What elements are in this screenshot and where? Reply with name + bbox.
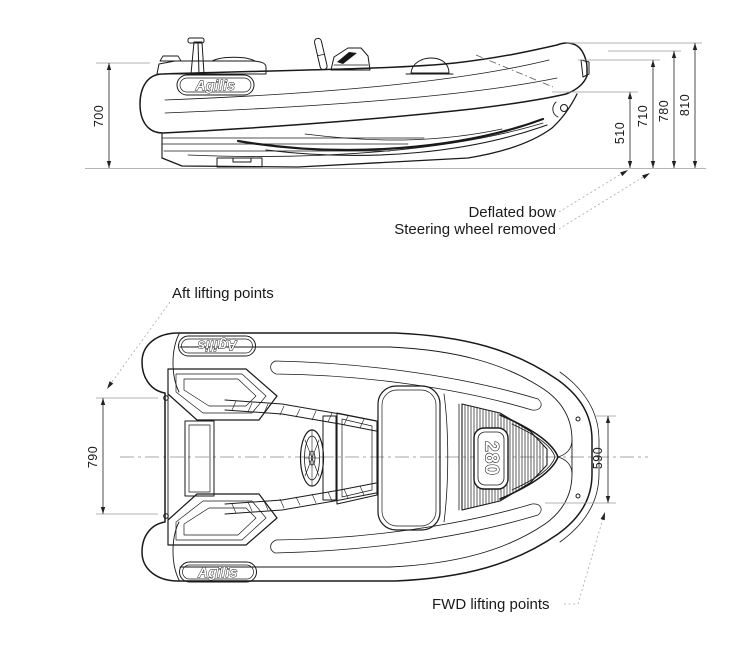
ski-pole [190,41,205,75]
console-screen [337,52,357,64]
agilis-logo-plan-top: Agilis [178,335,256,357]
console-group [313,37,454,75]
fwd-lifting-point-starboard [575,493,581,499]
tube-outline-plan [141,332,593,582]
label-aft-lifting: Aft lifting points [107,285,274,389]
model-badge: 280 [473,427,509,490]
ski-pole-cap [187,37,205,44]
bow-deck: 280 [458,403,548,511]
label-fwd-lifting: FWD lifting points [432,512,605,613]
dim-590-label: 590 [591,447,605,469]
fwd-lifting-point-port [575,416,581,422]
brand-logo-text: Agilis [195,78,236,93]
bow-centerline-mark [475,54,554,88]
model-badge-text: 280 [481,441,502,476]
dim-710-label: 710 [636,105,650,127]
tube-outline [139,42,588,134]
steering-wheel-side [313,37,328,71]
dim-810-label: 810 [678,94,692,116]
tube-seam-lower [164,77,558,114]
hull-side [161,93,578,168]
steering-wheel-plan [299,429,325,487]
bow-fittings [552,59,590,118]
agilis-logo-plan-bottom: Agilis [179,561,257,583]
agilis-logo-side: Agilis [176,74,255,96]
plan-view: 280 Agilis Agilis 790 [86,285,648,613]
aft-lifting-point-starboard [163,513,169,519]
cleat [159,55,182,62]
dim-510: 510 [552,91,638,168]
fwd-lifting-points-label: FWD lifting points [432,596,550,613]
stern-deck-fittings [156,37,267,75]
aft-lounger [377,385,449,531]
dim-700-label: 700 [92,105,106,127]
brand-logo-text: Agilis [197,338,238,353]
gunwale-pad-top [270,360,542,411]
aft-lifting-point-port [163,395,169,401]
note-steering-wheel: Steering wheel removed [394,173,650,238]
hull-bracket [216,157,263,168]
dim-710: 710 [578,59,660,168]
side-boat-outline: Agilis [139,37,590,168]
console-body [330,47,371,71]
gunwale-pad-bottom [270,503,542,554]
aft-lifting-points-label: Aft lifting points [172,285,274,302]
helm-seat-plan [336,412,378,505]
tube-seam-upper [164,59,550,101]
side-view: Agilis 700 510 710 [85,37,706,238]
dim-510-label: 510 [613,122,627,144]
bow-outer-seam [559,371,600,543]
bow-light [580,59,590,78]
aft-deck-pads [167,368,278,546]
dim-790: 790 [86,397,158,515]
note-deflated-bow: Deflated bow [468,170,628,221]
dim-780-label: 780 [657,100,671,122]
dim-700: 700 [92,62,150,168]
deck-pad [211,56,256,62]
plan-boat-outline [141,332,600,582]
cockpit-structures [184,399,378,515]
tube-inner-line [179,346,573,568]
dim-780: 780 [608,50,681,168]
dim-810: 810 [566,42,702,168]
dim-590: 590 [545,415,616,504]
deflated-bow-label: Deflated bow [468,204,556,221]
steering-wheel-removed-label: Steering wheel removed [394,221,556,238]
helm-console-plan [322,415,337,501]
brand-logo-text: Agilis [197,565,238,580]
jockey-seat [410,57,450,74]
bow-eye [560,104,568,112]
lifting-points [163,395,581,519]
dim-790-label: 790 [86,446,100,468]
engine-hatch [184,420,215,497]
